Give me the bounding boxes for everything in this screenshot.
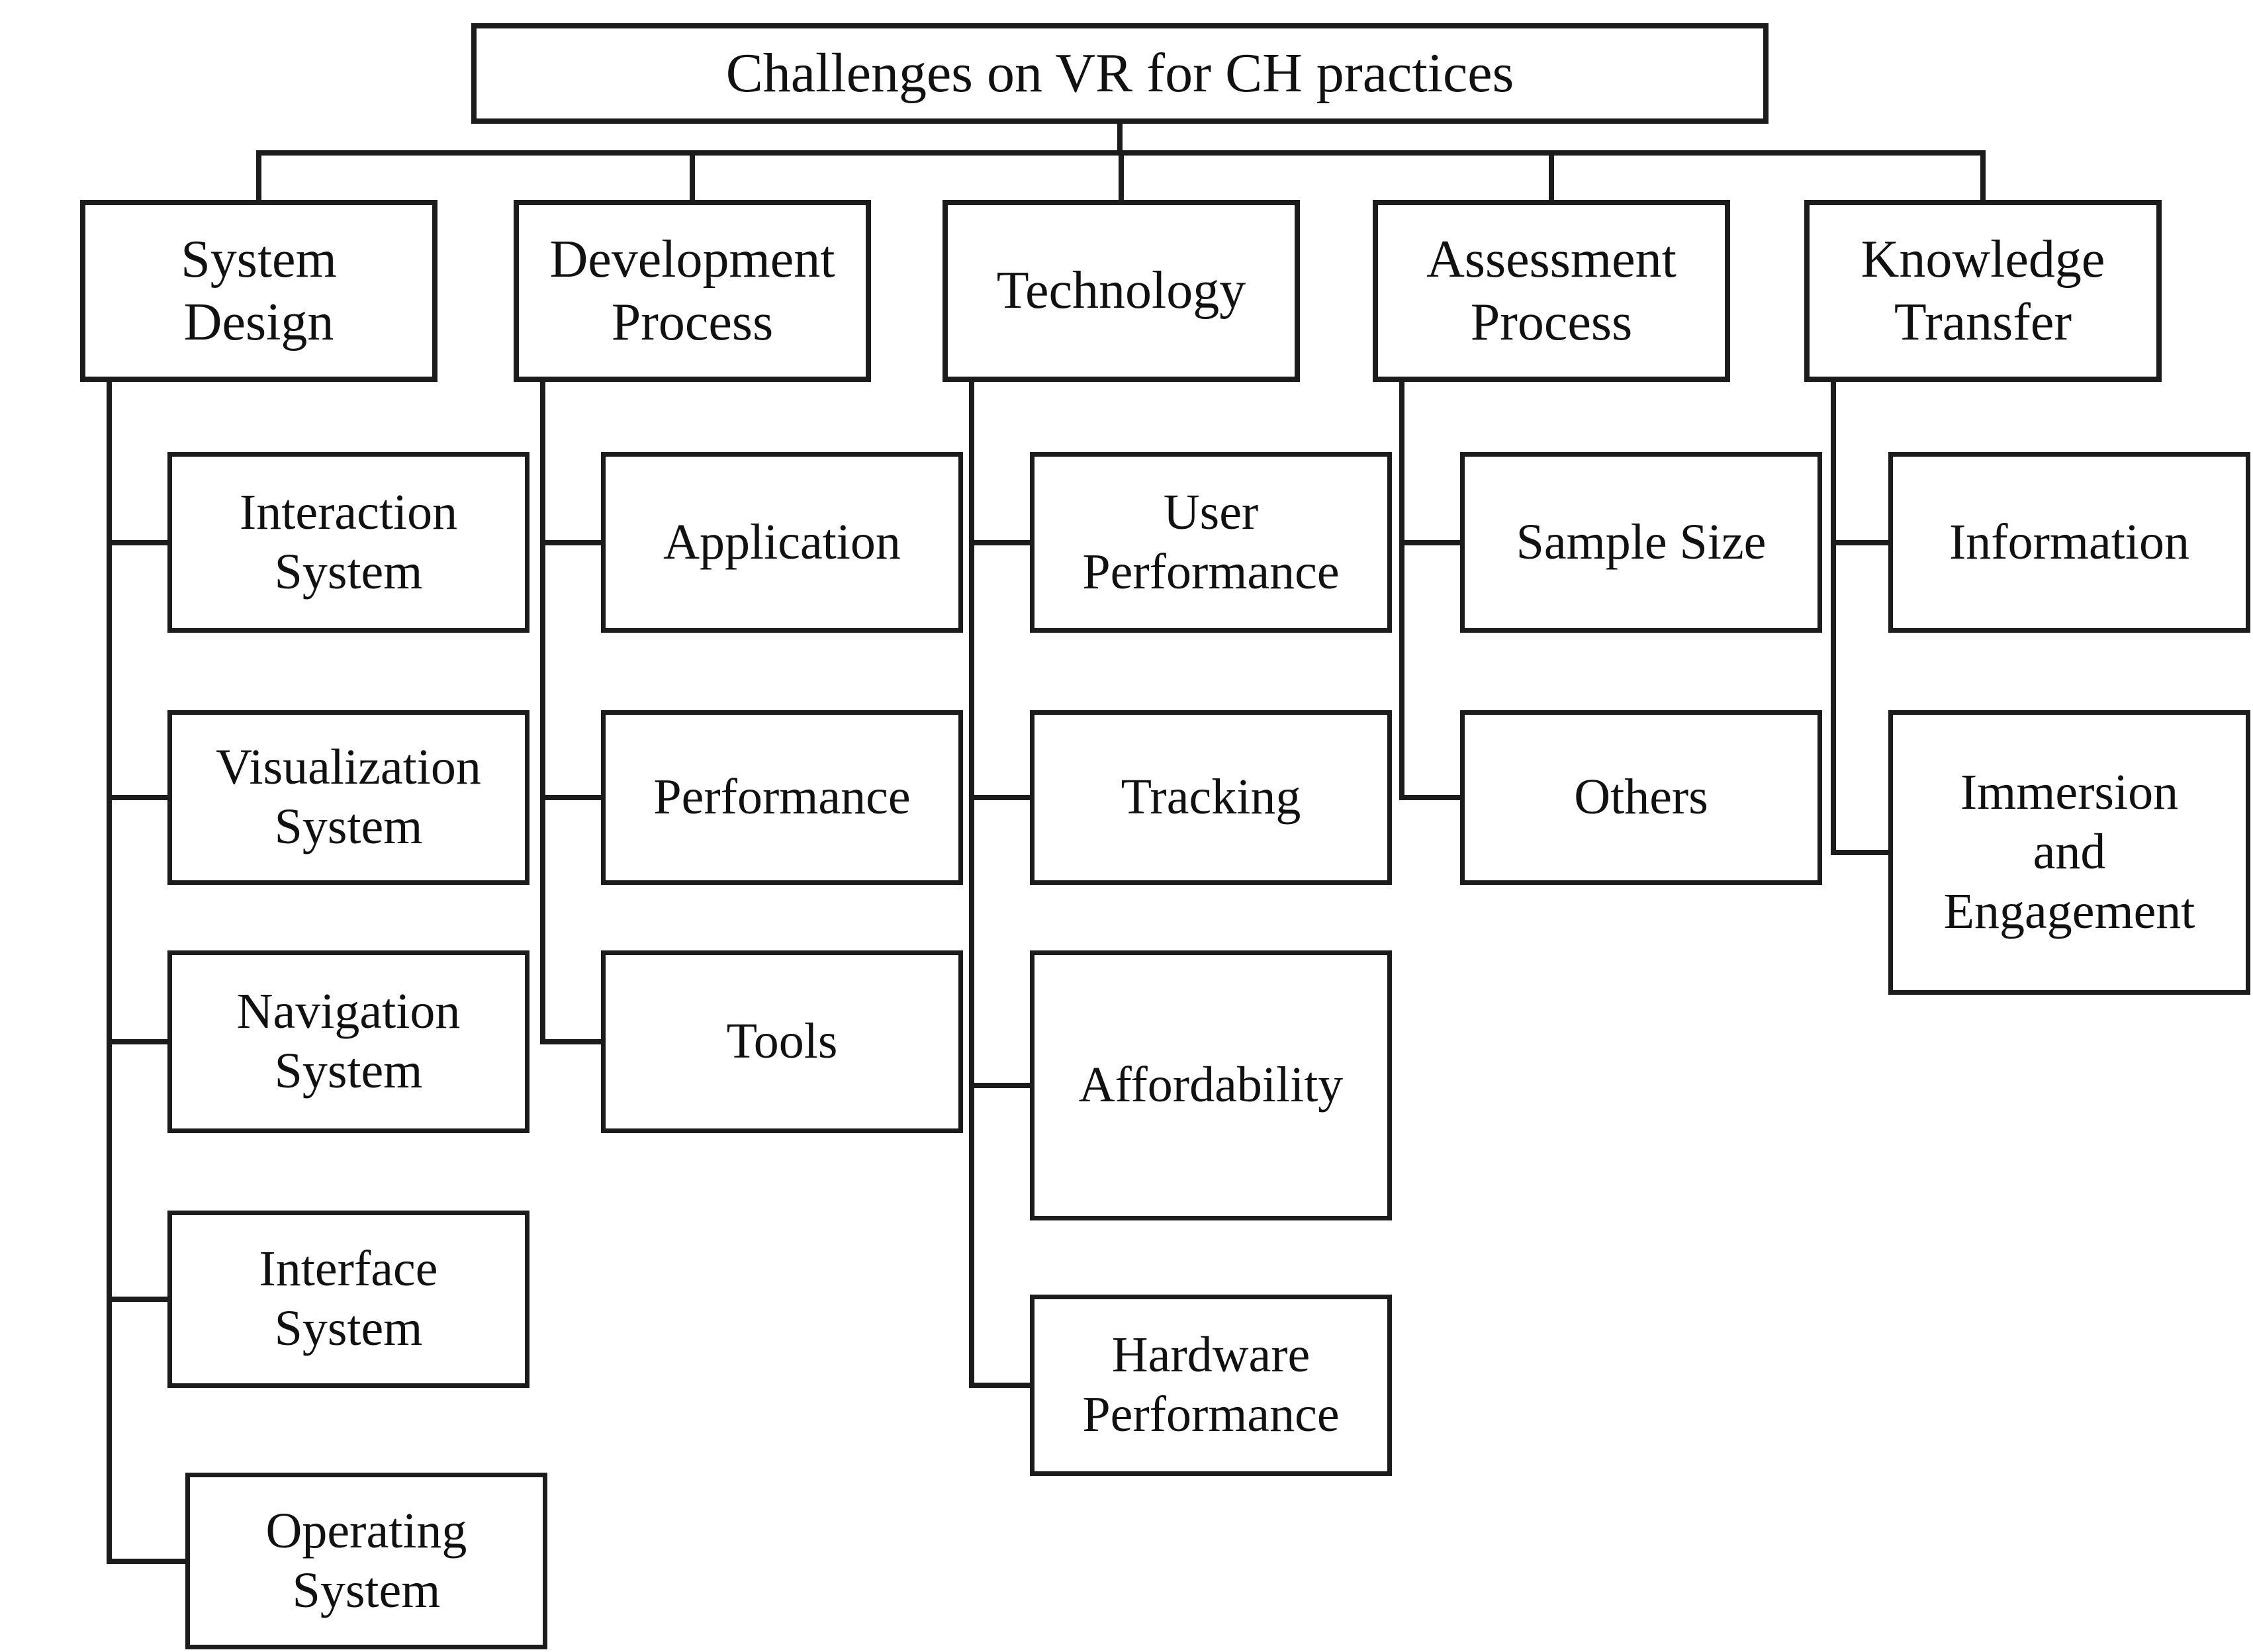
- node-application-label: Application: [663, 514, 901, 570]
- node-assessment-process-label: Assessment Process: [1426, 230, 1677, 351]
- node-information: Information: [1888, 452, 2250, 633]
- node-others: Others: [1460, 710, 1822, 885]
- node-others-label: Others: [1574, 769, 1708, 825]
- node-affordability: Affordability: [1030, 950, 1392, 1220]
- node-system-design: System Design: [80, 200, 437, 382]
- node-interaction-system: Interaction System: [167, 452, 529, 633]
- connector-stub-knowledge-transfer: [1980, 150, 1986, 200]
- connector-trunk-assessment-process: [1399, 382, 1404, 800]
- connector-stub-hardware-performance: [969, 1383, 1030, 1388]
- connector-trunk-development-process: [540, 382, 545, 1044]
- connector-root-drop: [1117, 124, 1123, 156]
- connector-stub-interface-system: [107, 1297, 167, 1302]
- node-performance-label: Performance: [653, 769, 911, 825]
- node-navigation-system: Navigation System: [167, 950, 529, 1133]
- node-system-design-label: System Design: [181, 230, 337, 351]
- node-development-process-label: Development Process: [549, 230, 835, 351]
- node-operating-system-label: Operating System: [265, 1502, 467, 1618]
- node-knowledge-transfer-label: Knowledge Transfer: [1861, 230, 2105, 351]
- node-sample-size: Sample Size: [1460, 452, 1822, 633]
- connector-stub-visualization-system: [107, 795, 167, 800]
- connector-trunk-technology: [969, 382, 974, 1388]
- node-assessment-process: Assessment Process: [1373, 200, 1730, 382]
- node-application: Application: [601, 452, 963, 633]
- connector-stub-information: [1831, 540, 1888, 545]
- connector-stub-immersion-and-engagement: [1831, 850, 1888, 855]
- node-hardware-performance: Hardware Performance: [1030, 1295, 1392, 1476]
- connector-stub-tools: [540, 1039, 601, 1044]
- node-immersion-and-engagement: Immersion and Engagement: [1888, 710, 2250, 995]
- node-tracking: Tracking: [1030, 710, 1392, 885]
- node-navigation-system-label: Navigation System: [236, 984, 461, 1099]
- node-challenges-root-label: Challenges on VR for CH practices: [725, 42, 1514, 105]
- connector-stub-user-performance: [969, 540, 1030, 545]
- connector-stub-assessment-process: [1549, 150, 1554, 200]
- connector-stub-development-process: [690, 150, 695, 200]
- node-interface-system: Interface System: [167, 1211, 529, 1388]
- node-performance: Performance: [601, 710, 963, 885]
- connector-stub-others: [1399, 795, 1460, 800]
- connector-stub-navigation-system: [107, 1039, 167, 1044]
- connector-stub-interaction-system: [107, 540, 167, 545]
- node-challenges-root: Challenges on VR for CH practices: [471, 23, 1769, 124]
- connector-stub-performance: [540, 795, 601, 800]
- node-visualization-system: Visualization System: [167, 710, 529, 885]
- node-interface-system-label: Interface System: [259, 1241, 438, 1356]
- connector-stub-affordability: [969, 1083, 1030, 1088]
- connector-stub-sample-size: [1399, 540, 1460, 545]
- connector-trunk-system-design: [107, 382, 112, 1564]
- connector-stub-tracking: [969, 795, 1030, 800]
- node-user-performance-label: User Performance: [1082, 484, 1340, 600]
- node-technology: Technology: [943, 200, 1300, 382]
- connector-stub-system-design: [256, 150, 261, 200]
- node-tools: Tools: [601, 950, 963, 1133]
- node-knowledge-transfer: Knowledge Transfer: [1804, 200, 2162, 382]
- connector-stub-technology: [1119, 150, 1124, 200]
- connector-stub-operating-system: [107, 1559, 185, 1564]
- connector-stub-application: [540, 540, 601, 545]
- node-technology-label: Technology: [996, 261, 1246, 320]
- node-operating-system: Operating System: [185, 1473, 547, 1649]
- node-hardware-performance-label: Hardware Performance: [1082, 1327, 1340, 1442]
- connector-trunk-knowledge-transfer: [1831, 382, 1836, 855]
- node-user-performance: User Performance: [1030, 452, 1392, 633]
- node-sample-size-label: Sample Size: [1516, 514, 1767, 570]
- node-information-label: Information: [1949, 514, 2189, 570]
- node-affordability-label: Affordability: [1078, 1057, 1344, 1113]
- node-visualization-system-label: Visualization System: [216, 739, 481, 854]
- node-interaction-system-label: Interaction System: [239, 484, 458, 600]
- node-development-process: Development Process: [514, 200, 871, 382]
- node-immersion-and-engagement-label: Immersion and Engagement: [1943, 764, 2195, 939]
- node-tracking-label: Tracking: [1121, 769, 1301, 825]
- node-tools-label: Tools: [726, 1013, 838, 1070]
